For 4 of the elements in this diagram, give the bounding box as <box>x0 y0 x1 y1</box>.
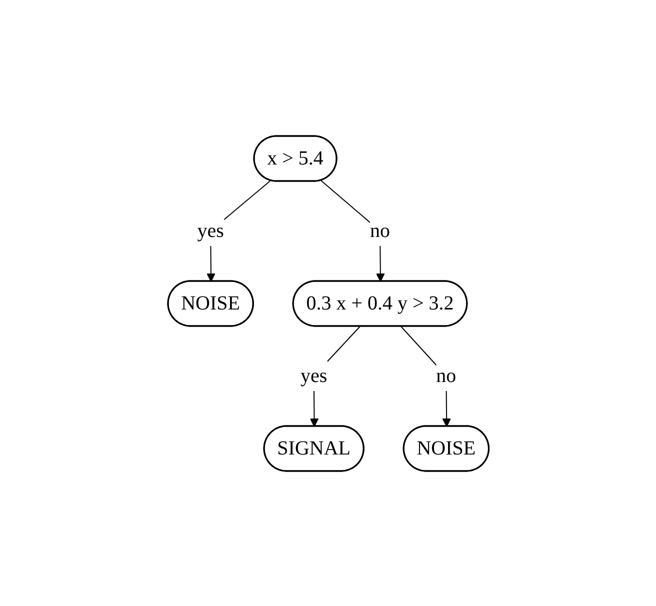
edge-label: no <box>370 219 390 242</box>
edge-label: yes <box>300 364 327 386</box>
edge-label: no <box>436 364 456 386</box>
edge-label: yes <box>196 219 224 242</box>
